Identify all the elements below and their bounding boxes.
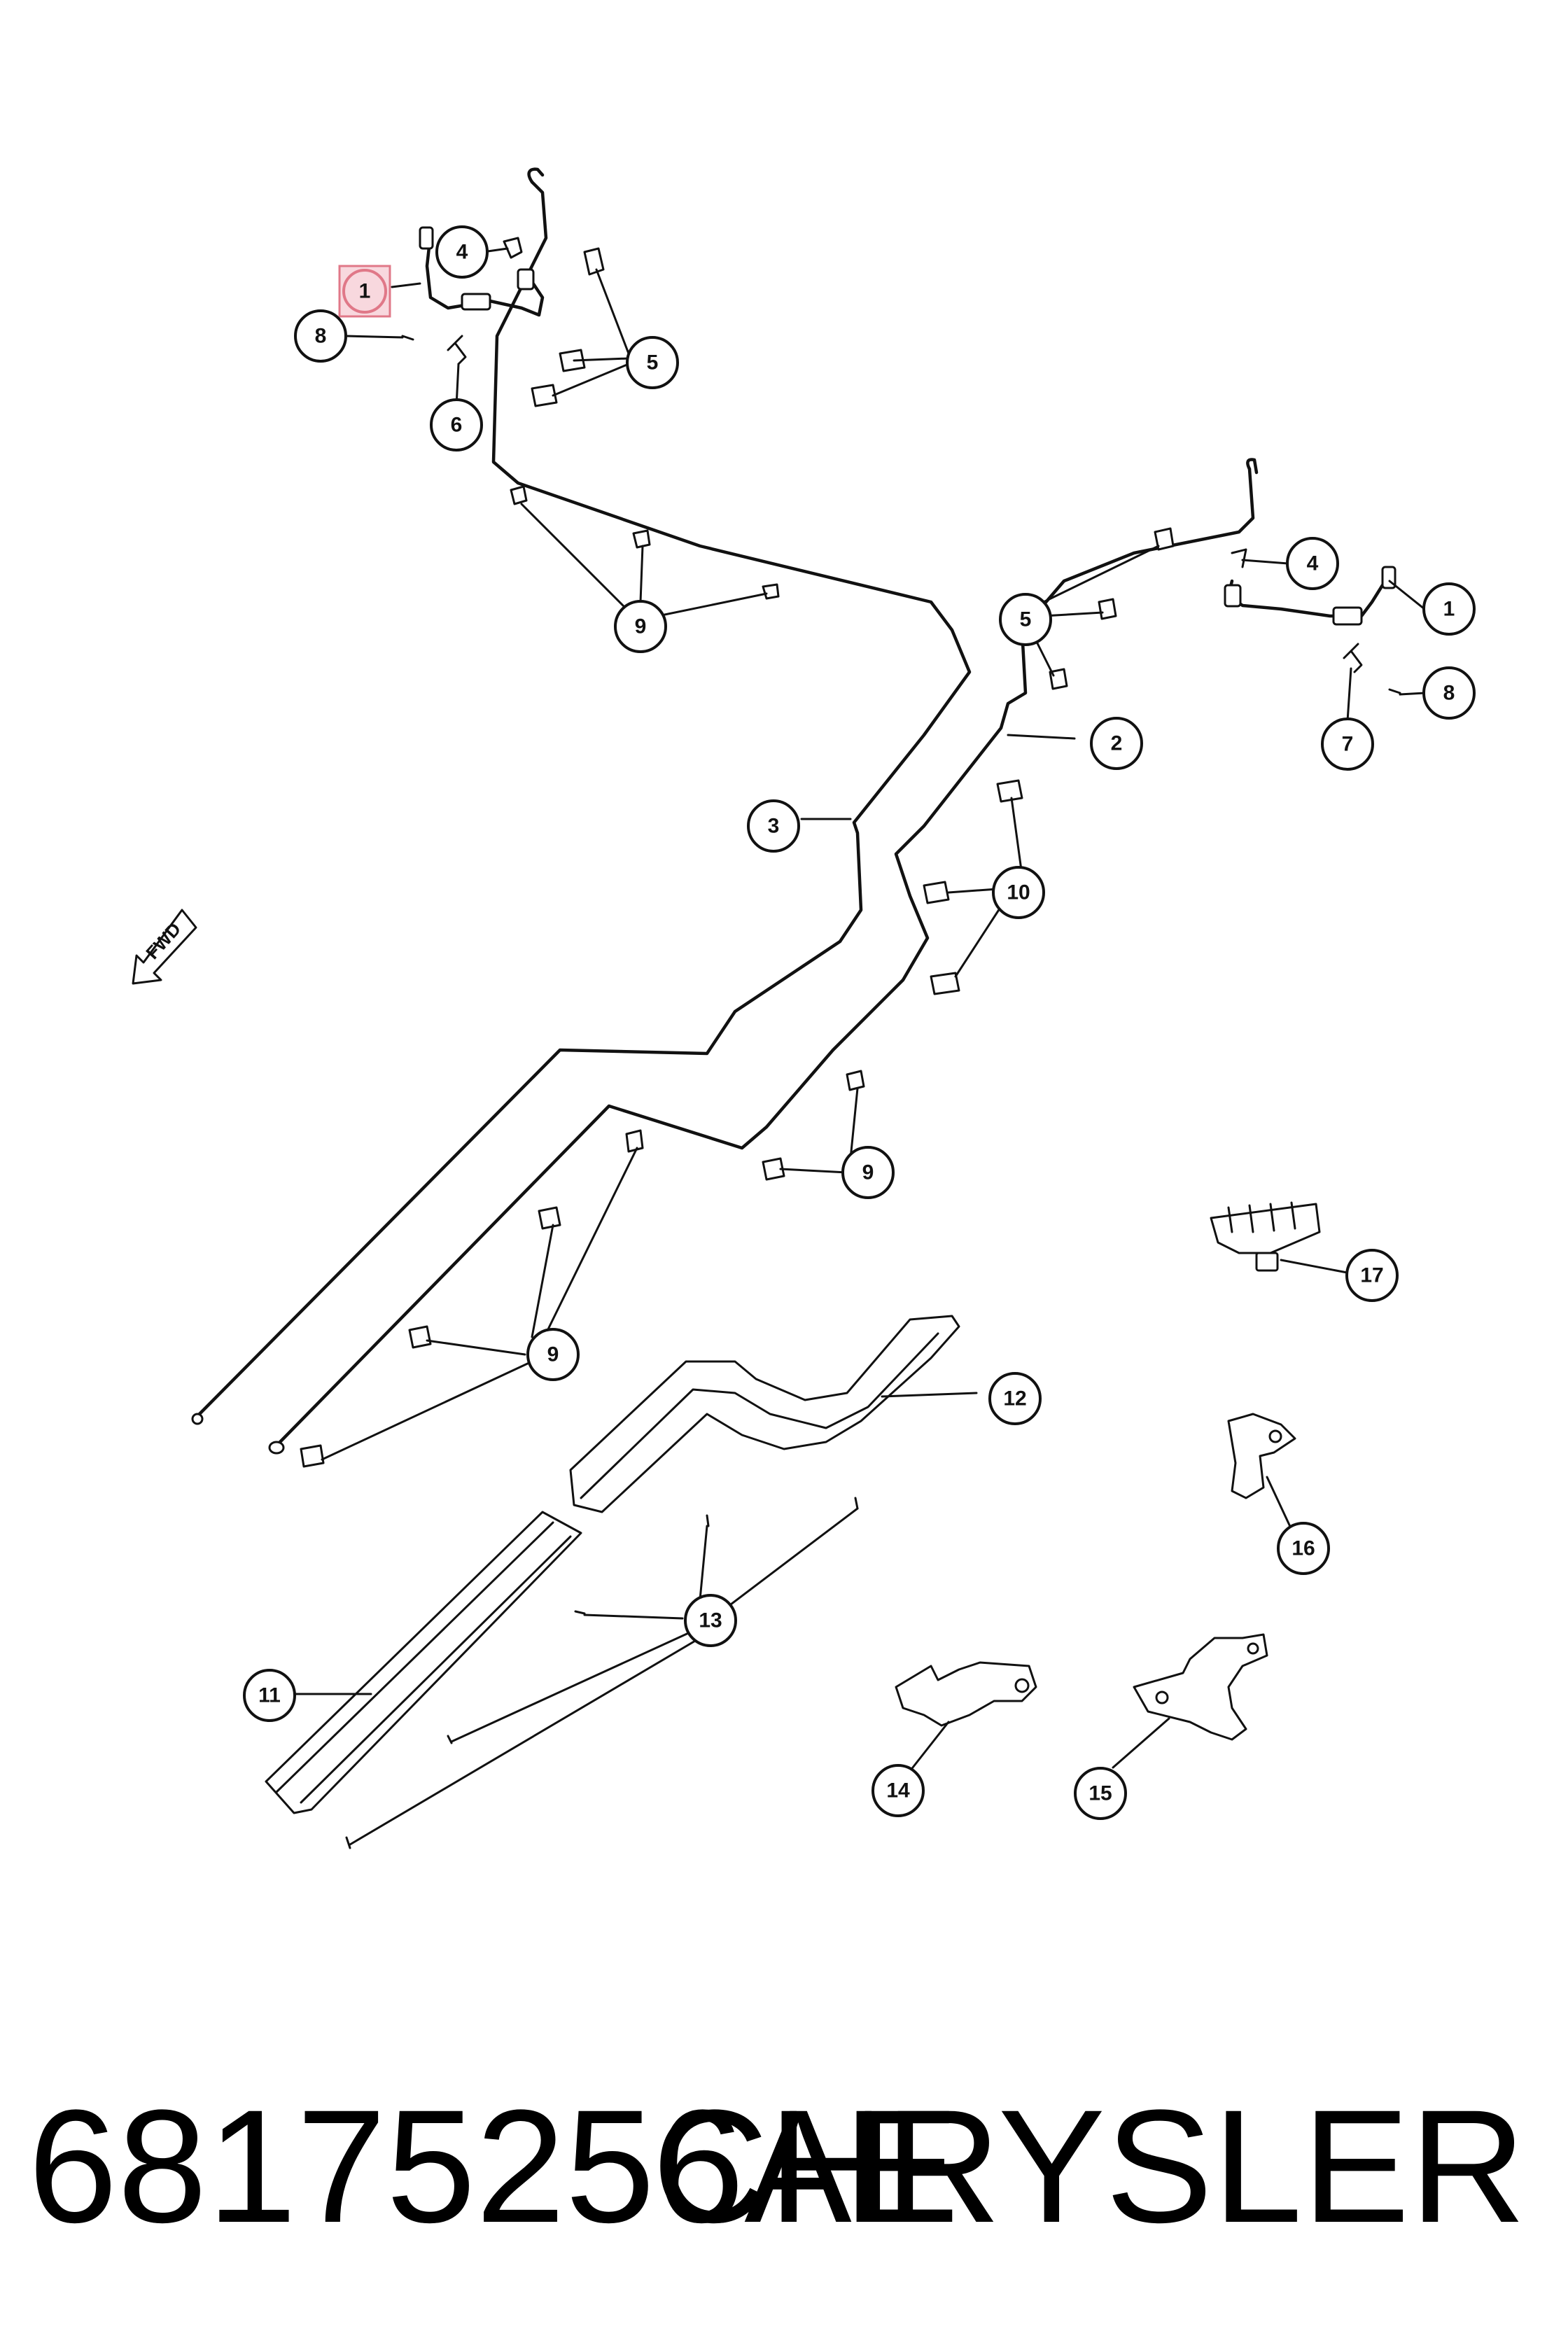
parts-diagram: FWD (132, 167, 1476, 1849)
bracket-part-16 (1227, 1413, 1296, 1499)
bracket-part-5-right-mid (1098, 598, 1117, 620)
callout-16: 16 (1277, 1522, 1330, 1575)
callout-11: 11 (243, 1669, 296, 1722)
clip-part-10-b (923, 881, 950, 904)
callout-8-left: 8 (294, 309, 347, 363)
callout-17: 17 (1345, 1249, 1399, 1302)
callout-5-right: 5 (999, 593, 1052, 646)
clip-part-9-d (846, 1070, 865, 1091)
callout-4-left: 4 (435, 225, 489, 279)
clip-part-9-i (300, 1444, 325, 1468)
clip-part-10-a (996, 779, 1023, 803)
brand-name: CHRYSLER (652, 2076, 1526, 2256)
fastener-part-13-b (854, 1497, 859, 1510)
part-number: 68175256AE (28, 2076, 960, 2256)
svg-text:6: 6 (451, 414, 463, 437)
brake-line-2 (278, 467, 1255, 1444)
callout-3: 3 (747, 799, 800, 853)
clip-part-7 (1343, 643, 1363, 673)
bolt-part-8-right (1388, 688, 1401, 694)
brake-line-3 (194, 180, 972, 1420)
svg-text:16: 16 (1292, 1537, 1315, 1560)
bracket-part-5-mid (559, 349, 586, 372)
clip-part-9-c (762, 583, 780, 600)
svg-text:17: 17 (1360, 1264, 1383, 1287)
clip-part-9-g (538, 1206, 561, 1230)
fwd-arrow-icon: FWD (132, 909, 197, 985)
svg-text:12: 12 (1003, 1387, 1026, 1410)
callout-13: 13 (684, 1594, 737, 1647)
svg-text:4: 4 (456, 241, 468, 264)
svg-text:10: 10 (1007, 881, 1030, 904)
svg-text:8: 8 (315, 325, 327, 348)
clip-part-4-right (1231, 548, 1247, 568)
rail-part-12 (569, 1315, 960, 1513)
bracket-part-5-right-low (1049, 668, 1068, 690)
callout-9-low: 9 (526, 1328, 580, 1381)
fastener-part-13-a (706, 1514, 710, 1527)
callout-6: 6 (430, 398, 483, 451)
clip-part-9-a (510, 485, 528, 505)
callout-8-right: 8 (1422, 666, 1476, 720)
callout-10: 10 (992, 866, 1045, 919)
bolt-part-8-left (401, 335, 414, 341)
callout-15: 15 (1074, 1767, 1127, 1820)
clip-part-9-b (632, 529, 651, 549)
bracket-part-5-top (583, 247, 605, 276)
svg-text:9: 9 (547, 1343, 559, 1366)
callout-1-left: 1 (338, 265, 391, 318)
brake-line-3-top-bend (527, 167, 545, 184)
fastener-part-13-e (345, 1836, 351, 1849)
brake-line-2-end-fitting (268, 1441, 285, 1455)
svg-text:5: 5 (1020, 608, 1032, 631)
brake-line-2-top-bend (1246, 458, 1259, 475)
bracket-part-14 (895, 1661, 1037, 1727)
callout-1-right: 1 (1422, 582, 1476, 636)
callout-12: 12 (988, 1372, 1042, 1425)
clip-part-6 (447, 335, 467, 365)
bracket-part-5-low (531, 384, 558, 407)
multi-clip-part-17 (1210, 1201, 1321, 1272)
callout-7: 7 (1321, 718, 1374, 771)
footer: 68175256AE CHRYSLER (0, 2072, 1568, 2282)
svg-text:8: 8 (1443, 682, 1455, 705)
rail-part-11 (265, 1511, 582, 1814)
svg-text:9: 9 (635, 615, 647, 638)
svg-text:13: 13 (699, 1609, 722, 1632)
hose-left-fitting-mid (461, 293, 491, 311)
svg-text:11: 11 (258, 1684, 281, 1707)
callout-2: 2 (1090, 717, 1143, 770)
svg-text:15: 15 (1088, 1782, 1112, 1805)
hose-right-fitting-mid (1332, 606, 1363, 626)
callout-14: 14 (872, 1764, 925, 1817)
svg-text:3: 3 (768, 815, 780, 838)
bracket-part-15 (1133, 1633, 1268, 1741)
callout-9-mid: 9 (841, 1146, 895, 1199)
clip-part-9-e (762, 1157, 785, 1181)
hose-right-fitting-end (1224, 584, 1242, 608)
svg-text:1: 1 (359, 280, 371, 303)
svg-text:14: 14 (886, 1779, 910, 1802)
svg-text:5: 5 (647, 351, 659, 374)
brake-line-3-end-fitting (191, 1413, 204, 1425)
svg-text:4: 4 (1307, 552, 1319, 575)
svg-text:7: 7 (1342, 733, 1354, 756)
hose-left-fitting-top (419, 226, 434, 250)
callout-4-right: 4 (1286, 537, 1339, 590)
clip-part-4-left (503, 237, 523, 259)
hose-left-fitting-end (517, 268, 535, 290)
clip-part-10-c (930, 972, 960, 995)
callout-9-top: 9 (614, 600, 667, 653)
svg-text:1: 1 (1443, 598, 1455, 621)
svg-text:2: 2 (1111, 732, 1123, 755)
callout-5-left: 5 (626, 336, 679, 389)
leader-lines (272, 247, 1426, 1846)
fastener-part-13-c (574, 1610, 586, 1615)
clip-part-9-h (408, 1325, 432, 1349)
clip-part-9-f (625, 1129, 644, 1153)
bracket-part-5-right-top (1154, 527, 1175, 551)
svg-text:9: 9 (862, 1161, 874, 1184)
